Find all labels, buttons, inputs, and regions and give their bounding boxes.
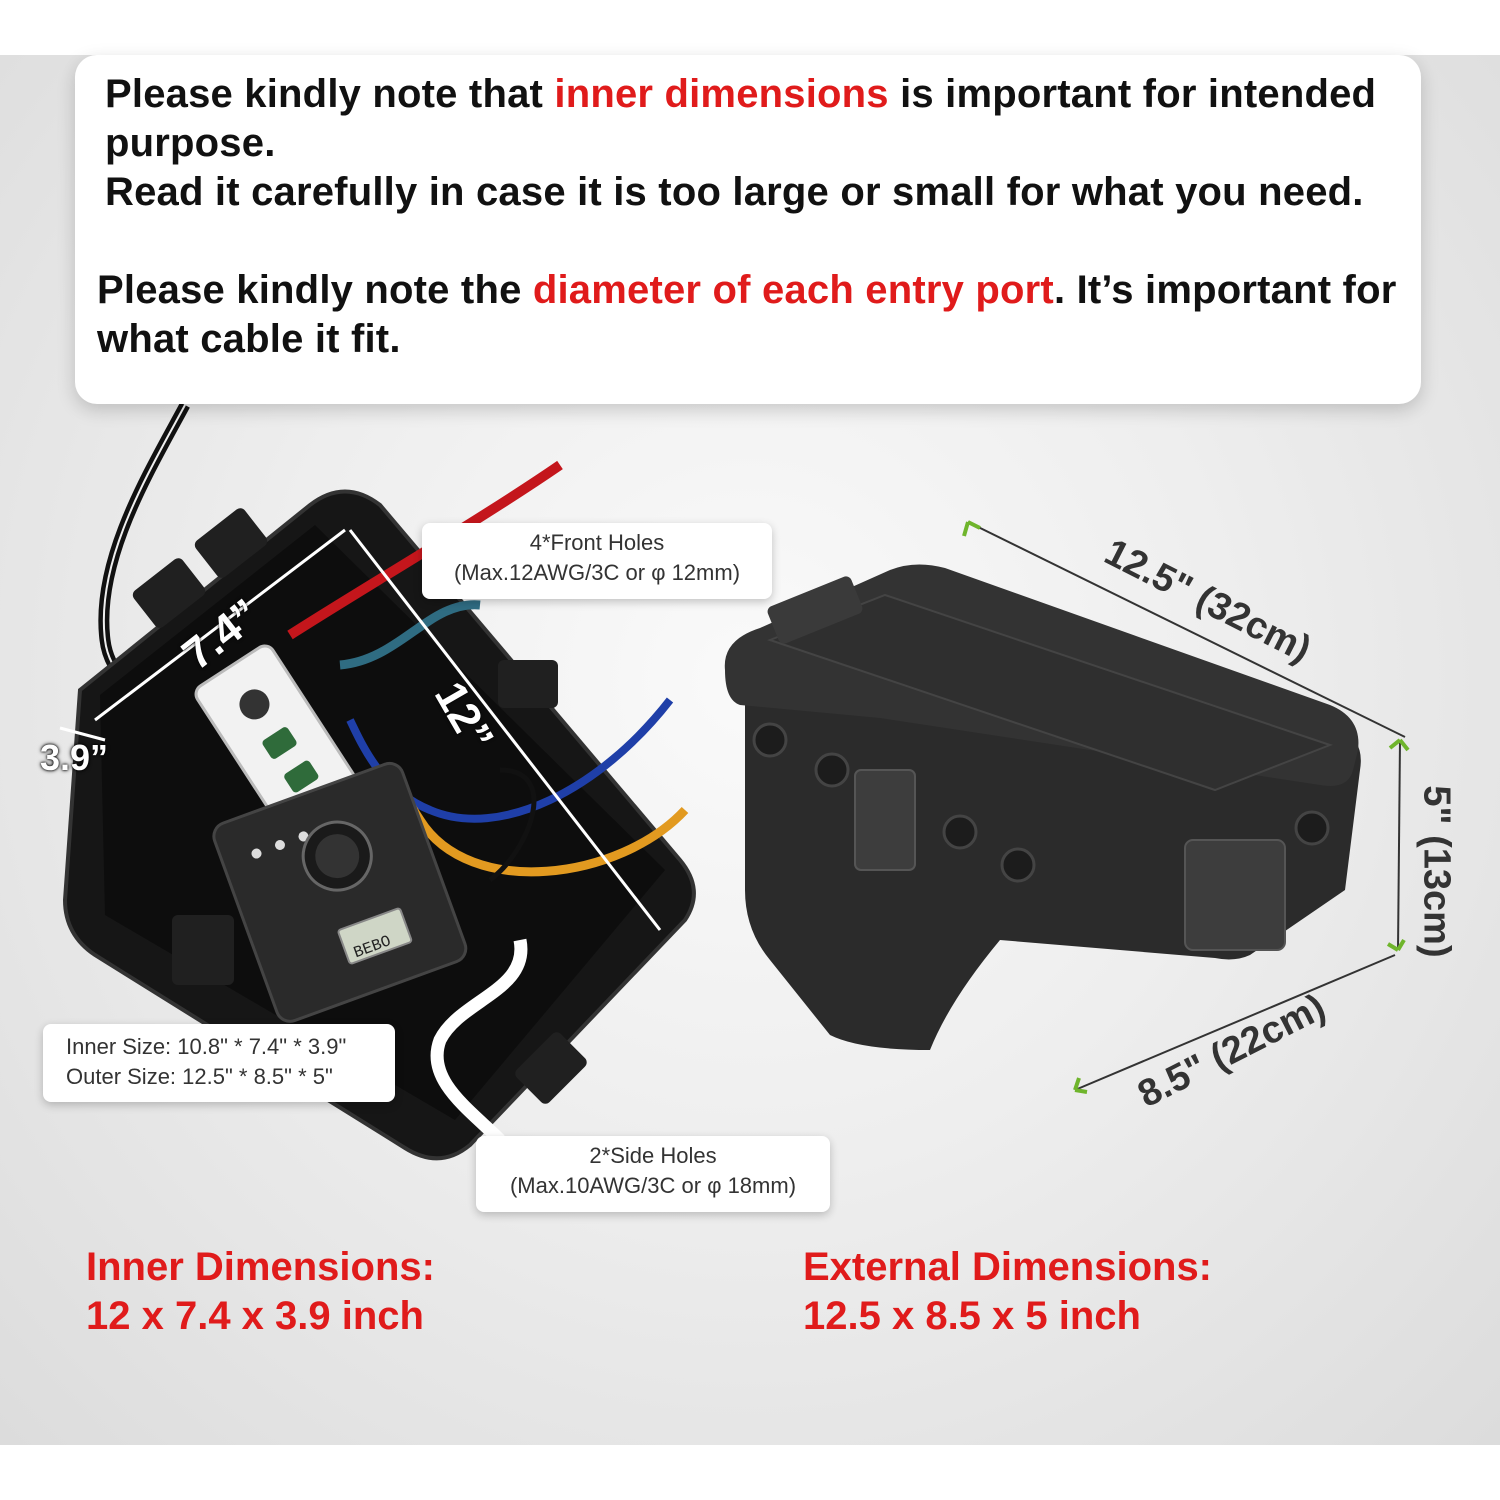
side-holes-title: 2*Side Holes [589,1143,717,1168]
entry-port-note: Please kindly note the diameter of each … [97,266,1397,364]
inner-dimensions-note: Please kindly note that inner dimensions… [105,70,1425,217]
inner-height-label: 3.9” [40,737,109,778]
open-junction-box: BEBO [59,402,696,1161]
side-holes-callout: 2*Side Holes (Max.10AWG/3C or φ 18mm) [476,1136,830,1212]
external-height-label: 5" (13cm) [1415,785,1458,958]
note2-text-start: Please kindly note the [97,268,533,312]
inner-size-text: Inner Size: 10.8" * 7.4" * 3.9" [66,1034,347,1059]
inner-dimensions-label: Inner Dimensions: [86,1245,435,1289]
front-holes-spec: (Max.12AWG/3C or φ 12mm) [453,560,741,585]
external-dimensions-heading: External Dimensions: 12.5 x 8.5 x 5 inch [803,1243,1212,1341]
front-holes-title: 4*Front Holes [529,530,665,555]
external-dimensions-value: 12.5 x 8.5 x 5 inch [803,1294,1141,1338]
inner-dimensions-value: 12 x 7.4 x 3.9 inch [86,1294,424,1338]
notice-card: Please kindly note that inner dimensions… [75,55,1421,404]
size-info-callout: Inner Size: 10.8" * 7.4" * 3.9" Outer Si… [43,1024,395,1102]
external-dimensions-label: External Dimensions: [803,1245,1213,1289]
inner-dimensions-heading: Inner Dimensions: 12 x 7.4 x 3.9 inch [86,1243,435,1341]
side-holes-spec: (Max.10AWG/3C or φ 18mm) [509,1173,797,1198]
front-holes-callout: 4*Front Holes (Max.12AWG/3C or φ 12mm) [422,523,772,599]
outer-size-text: Outer Size: 12.5" * 8.5" * 5" [66,1064,333,1089]
note1-text-end: is important for intended purpose. [105,72,1377,165]
note1-text-start: Please kindly note that [105,72,555,116]
note2-highlight: diameter of each entry port [532,268,1054,312]
closed-junction-box [724,520,1410,1094]
note2-text-end: . It’s important for what cable it fit. [97,268,1397,361]
note1-line2: Read it carefully in case it is too larg… [105,170,1364,214]
note1-highlight: inner dimensions [554,72,889,116]
